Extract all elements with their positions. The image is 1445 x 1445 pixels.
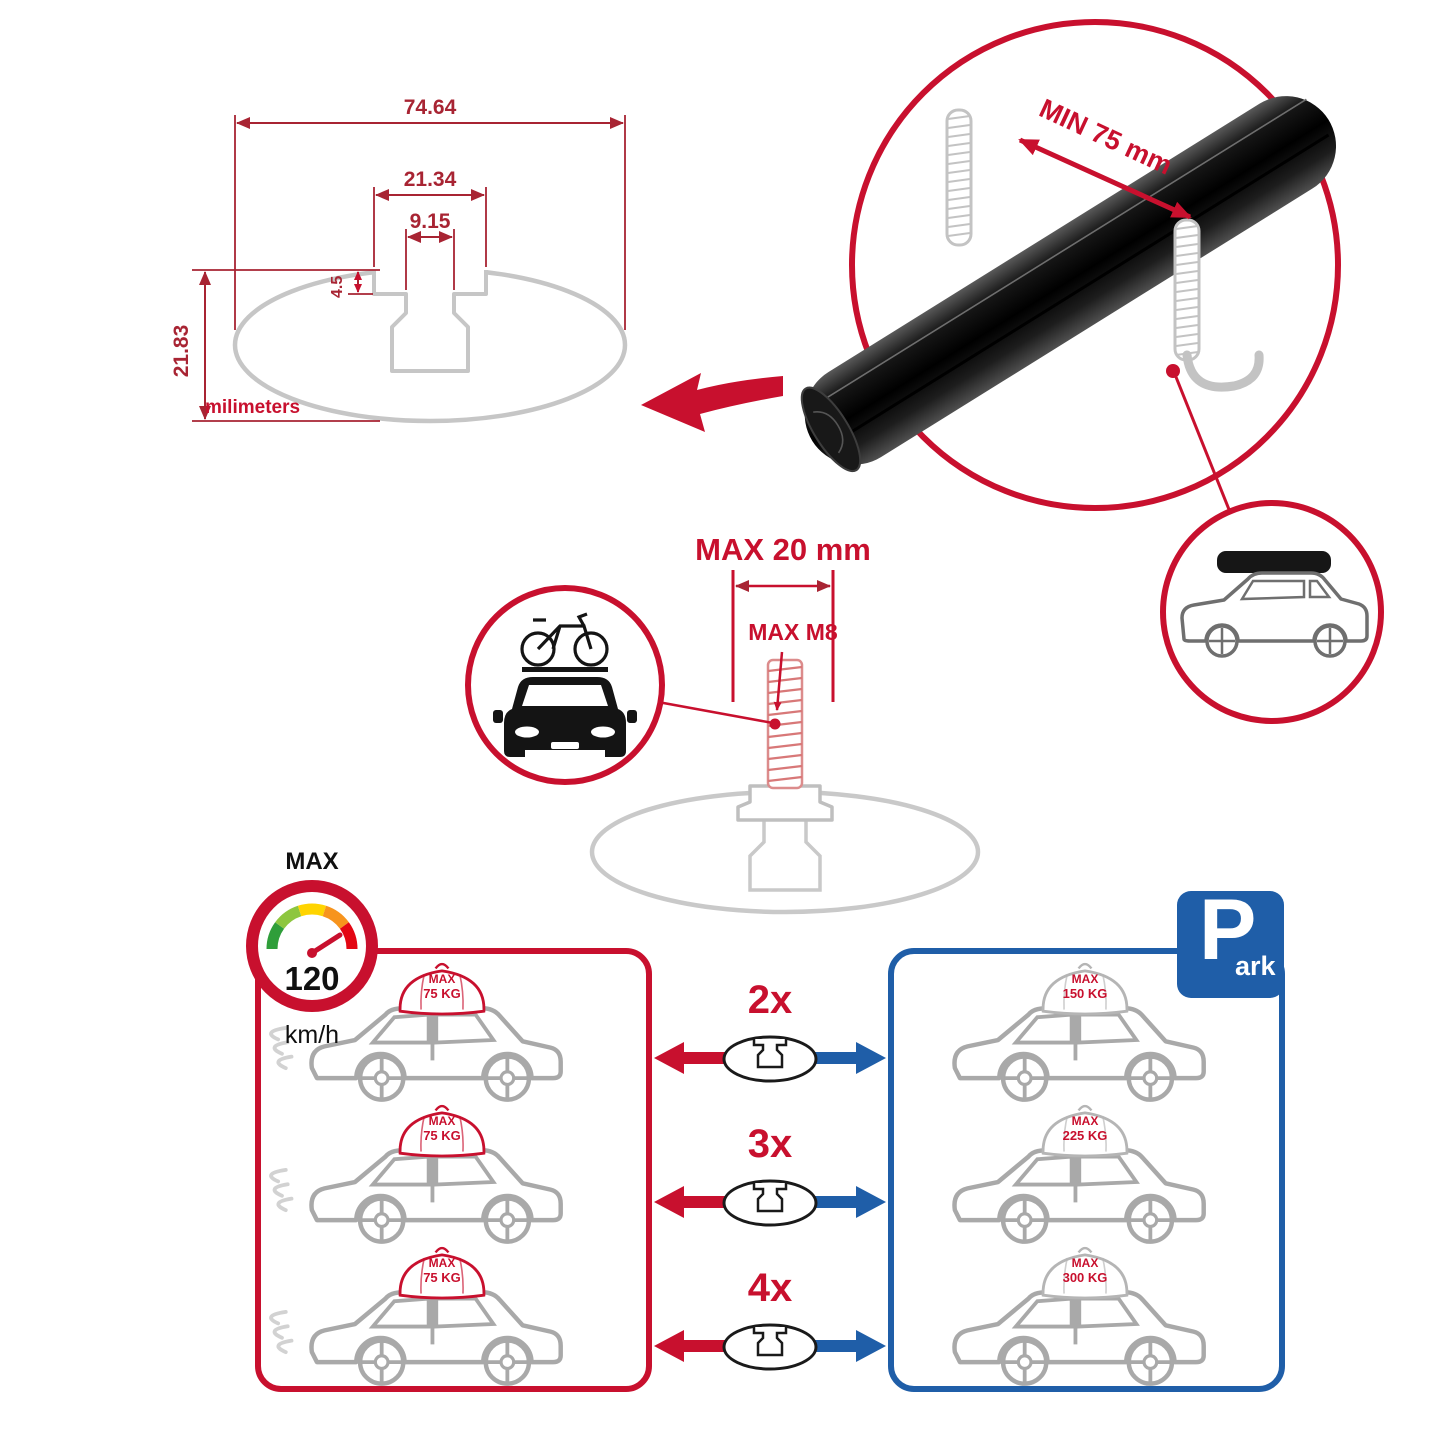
parked-load-panel: MAX 150 KG MAX 225 KG MAX 300 KG	[888, 948, 1285, 1392]
bars-connector-icon	[652, 1318, 888, 1374]
gauge-needle	[309, 932, 343, 956]
dim-step-label: 4.5	[329, 276, 346, 298]
extension-lines	[192, 115, 626, 422]
dim-verticals	[731, 570, 835, 702]
car-load-item: MAX 75 KG	[261, 958, 646, 1098]
cargo-max-label: MAX	[428, 972, 456, 986]
roof-box-icon	[1217, 551, 1331, 573]
t-slot-channel	[372, 270, 488, 373]
min-span-label: MIN 75 mm	[1035, 93, 1177, 180]
speedometer-icon: 120	[246, 880, 378, 1012]
park-sign-letter: P	[1199, 882, 1257, 978]
cargo-bag-icon: MAX 75 KG	[391, 1242, 493, 1300]
cargo-weight-label: 75 KG	[423, 1128, 461, 1143]
cargo-weight-label: 75 KG	[423, 1270, 461, 1285]
min-span-arrow	[1018, 137, 1192, 220]
max-width-label: MAX 20 mm	[695, 532, 871, 567]
cargo-max-label: MAX	[1071, 972, 1099, 986]
car-load-item: MAX 75 KG	[261, 1100, 646, 1240]
speed-unit-label: km/h	[285, 1021, 339, 1049]
multiplier-label: 4x	[747, 1266, 793, 1310]
multiplier-label: 3x	[747, 1122, 793, 1166]
max-thread-label: MAX M8	[748, 619, 838, 645]
dim-inner-slot-label: 9.15	[410, 210, 451, 233]
cargo-max-label: MAX	[428, 1256, 456, 1270]
cargo-bag-icon: MAX 150 KG	[1034, 958, 1136, 1016]
cargo-bag-icon: MAX 300 KG	[1034, 1242, 1136, 1300]
crossbar-3d-icon	[800, 96, 1337, 473]
cargo-bag-icon: MAX 75 KG	[391, 958, 493, 1016]
car-bike-icon	[465, 585, 665, 785]
t-nut-icon	[736, 784, 834, 822]
attachment-dot	[1166, 364, 1180, 378]
speed-limit-gauge: MAX 120 km/h	[246, 848, 378, 1049]
speed-value: 120	[284, 960, 339, 997]
dim-height-label: 21.83	[170, 325, 193, 378]
multiplier-label: 2x	[747, 978, 793, 1022]
park-sign: P ark	[1177, 883, 1284, 998]
suv-roofbox-icon	[1160, 500, 1384, 724]
pointer-arrow-icon	[641, 373, 783, 432]
roof-rack-icon	[522, 667, 608, 672]
cargo-max-label: MAX	[428, 1114, 456, 1128]
car-load-item: MAX 150 KG	[894, 958, 1279, 1098]
cargo-bag-icon: MAX 75 KG	[391, 1100, 493, 1158]
bars-connector-icon	[652, 1030, 888, 1086]
bars-connector-icon	[652, 1174, 888, 1230]
crossbar-detail-view: MIN 75 mm	[800, 19, 1384, 724]
car-load-item: MAX 225 KG	[894, 1100, 1279, 1240]
cargo-weight-label: 225 KG	[1062, 1128, 1108, 1143]
dim-total-width-label: 74.64	[404, 96, 457, 119]
moving-load-panel: MAX 75 KG MAX 75 KG MAX 75 KG	[255, 948, 652, 1392]
cargo-max-label: MAX	[1071, 1114, 1099, 1128]
clamp-hook-icon	[1182, 350, 1264, 392]
thread-dot	[769, 718, 781, 730]
cargo-weight-label: 150 KG	[1062, 986, 1108, 1001]
clamp-rod-rear-icon	[945, 108, 973, 247]
slot-walls	[748, 820, 822, 892]
bolt-detail-view: MAX 20 mm MAX M8	[465, 532, 981, 915]
crossbar-profile-dimension-drawing: 74.64 21.34 9.15 4.5 21.83 milimeters	[170, 96, 628, 424]
park-sign-text: ark	[1235, 951, 1276, 981]
crossbar-count-column: 2x 3x 4x	[652, 948, 888, 1392]
clamp-rod-front-icon	[1173, 218, 1264, 392]
bike-icon	[520, 612, 609, 667]
cargo-weight-label: 75 KG	[423, 986, 461, 1001]
detail-circle	[849, 19, 1341, 511]
callout-connector-line	[1174, 376, 1234, 518]
unit-label: milimeters	[205, 397, 300, 418]
speed-max-label: MAX	[285, 848, 338, 875]
car-load-item: MAX 75 KG	[261, 1242, 646, 1382]
cargo-max-label: MAX	[1071, 1256, 1099, 1270]
cargo-bag-icon: MAX 225 KG	[1034, 1100, 1136, 1158]
thread-pointer-arrow	[773, 651, 784, 711]
car-load-item: MAX 300 KG	[894, 1242, 1279, 1382]
dim-outer-slot-label: 21.34	[404, 168, 457, 191]
circle-connector-line	[657, 700, 774, 725]
cargo-weight-label: 300 KG	[1062, 1270, 1108, 1285]
